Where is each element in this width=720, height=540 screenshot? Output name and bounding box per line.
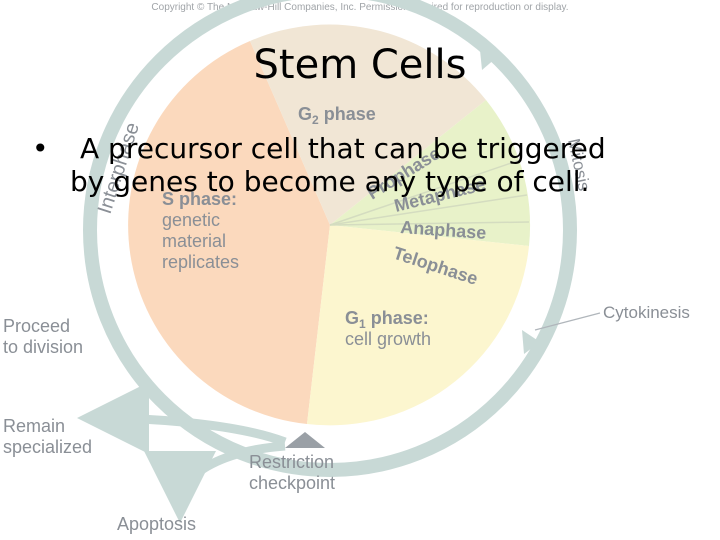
g1-phase-label: G1 phase: [345,308,429,331]
s-phase-sector [128,41,330,424]
bullet-line: A precursor cell that can be triggered [80,132,606,165]
cycle-ring [83,0,577,477]
mitosis-sector [330,100,531,246]
s-phase-title: S phase: [162,189,237,209]
g2-phase-label: G2 phase [298,104,376,127]
cytokinesis-pointer [534,312,601,331]
mitosis-divider [329,194,528,226]
remain-label: specialized [3,437,92,457]
mitosis-divider [329,159,521,226]
g2-phase-sector [250,24,486,225]
remain-arrow [77,382,287,455]
checkpoint-triangle [285,432,325,448]
s-phase-line: material [162,231,226,251]
s-phase-line: replicates [162,252,239,272]
g1-phase-description: cell growth [345,329,431,349]
restriction-label: checkpoint [249,473,335,493]
bullet-text: A precursor cell that can be triggered b… [32,132,692,198]
bullet-line: by genes to become any type of cell. [70,165,590,198]
copyright-notice: Copyright © The McGraw-Hill Companies, I… [151,2,568,13]
remain-label: Remain [3,416,65,436]
apoptosis-label: Apoptosis [117,514,196,534]
g1-phase-sector [307,225,529,426]
proceed-label: Proceed [3,316,70,336]
ring-arrowhead [480,50,496,70]
apoptosis-arrow [144,441,286,523]
proceed-label: to division [3,337,83,357]
cytokinesis-label: Cytokinesis [603,303,690,322]
restriction-label: Restriction [249,452,334,472]
mitosis-divider [329,221,530,226]
bullet-dot-icon: • [32,132,49,165]
slide-title: Stem Cells [253,42,467,88]
s-phase-line: genetic [162,210,220,230]
bullet-point: • A precursor cell that can be triggered… [32,132,692,198]
ring-arrowhead [522,330,540,354]
